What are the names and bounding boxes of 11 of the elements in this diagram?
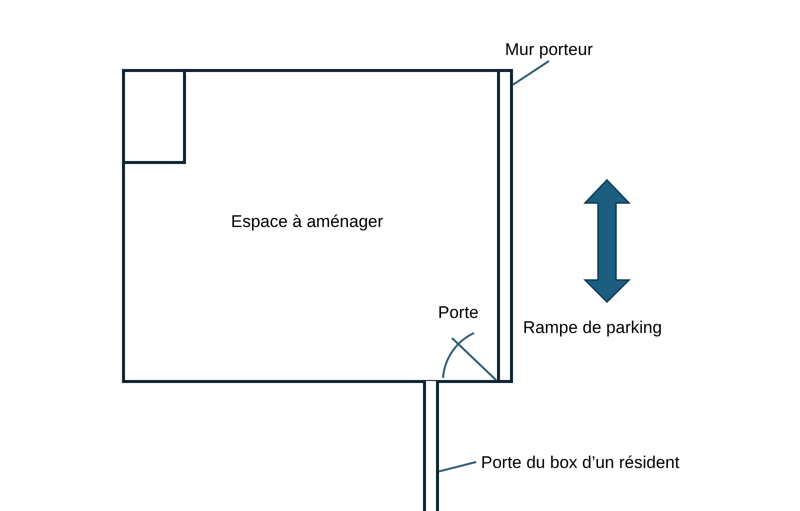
garage-door-strip [423,381,439,511]
wall-strip [497,69,513,383]
corner-box [122,69,186,164]
wall-label: Mur porteur [505,37,615,61]
garage-door-label: Porte du box d’un résident [481,450,721,474]
room-label: Espace à aménager [231,211,384,233]
ramp-label: Rampe de parking [523,317,662,339]
leader-line [438,461,476,472]
leader-line [512,60,550,86]
door-label: Porte [438,302,479,324]
room-outline [122,69,500,383]
